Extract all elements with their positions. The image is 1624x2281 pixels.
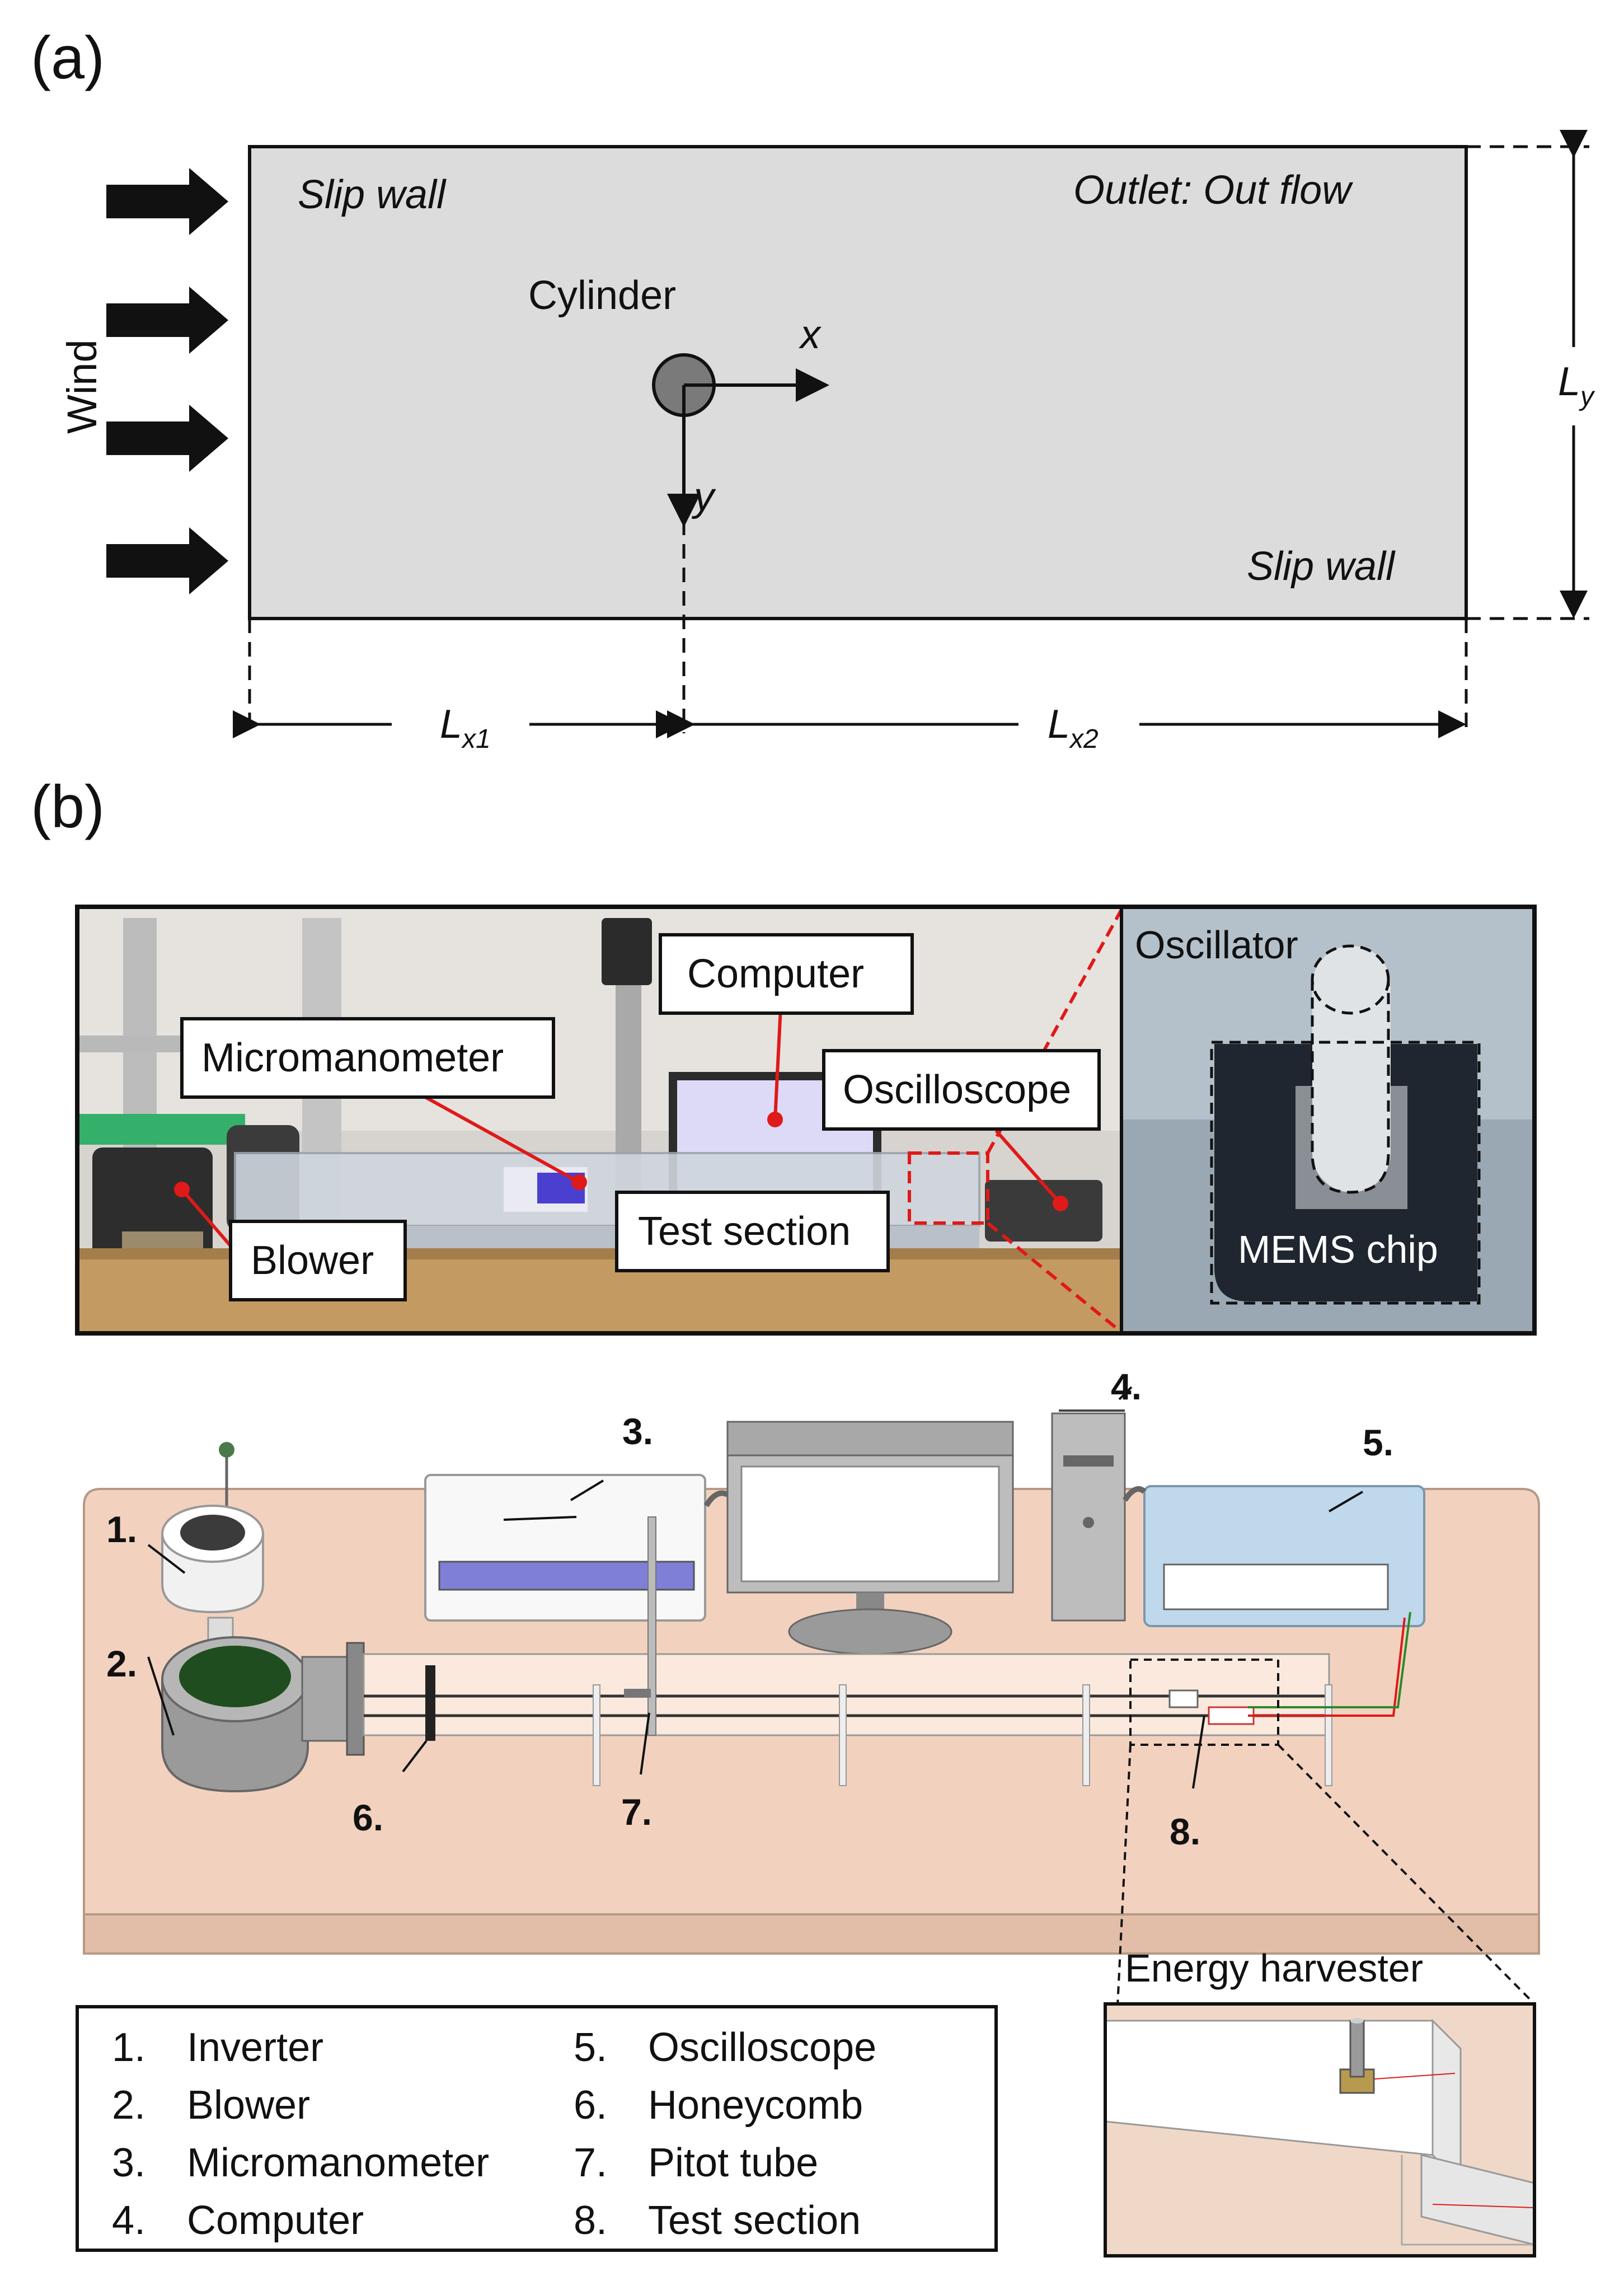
schematic-number-5: 5. [1363,1422,1393,1463]
schematic-number-2: 2. [106,1643,137,1684]
dimension-ly: Ly [1558,359,1595,411]
panel-b-label: (b) [31,772,105,840]
callout-test-section-box [615,1191,890,1272]
callout-blower-box [229,1220,407,1301]
label-mems-chip: MEMS chip [1238,1228,1438,1271]
legend-number: 5. [574,2025,607,2070]
legend-number: 1. [112,2025,145,2070]
legend-item: Computer [187,2198,364,2243]
legend-number: 8. [574,2198,607,2243]
legend-number: 2. [112,2083,145,2128]
y-axis-label: y [691,475,716,519]
legend-number: 4. [112,2198,145,2243]
dimension-lines [233,130,1589,738]
legend-number: 3. [112,2141,145,2185]
callout-micromanometer-box [180,1017,555,1099]
schematic-number-8: 8. [1170,1811,1200,1852]
wind-arrow-icon [106,168,228,235]
wind-arrow-icon [106,405,228,472]
callout-micromanometer: Micromanometer [201,1036,504,1080]
callout-test-section: Test section [638,1209,851,1254]
slip-wall-bottom-label: Slip wall [1247,544,1396,589]
legend-box [76,2005,998,2252]
slip-wall-top-label: Slip wall [298,172,447,217]
energy-harvester-inset [1104,2004,1536,2256]
label-oscillator: Oscillator [1135,923,1298,967]
callout-oscilloscope-box [822,1049,1101,1131]
wind-arrow-icon [106,287,228,354]
outlet-label: Outlet: Out flow [1073,168,1353,213]
schematic-number-4: 4. [1111,1366,1142,1407]
panel-a-label: (a) [31,24,105,91]
schematic-number-1: 1. [106,1509,137,1550]
legend-item: Oscilloscope [648,2025,876,2070]
computational-domain [248,145,1468,620]
inset-frame [1104,2002,1536,2257]
schematic-number-3: 3. [622,1411,653,1452]
callout-computer-box [659,933,914,1015]
setup-schematic [83,1386,1540,2256]
legend-item: Micromanometer [187,2141,489,2185]
wind-label: Wind [59,339,105,434]
dimension-lx2: Lx2 [1048,702,1099,754]
legend-item: Honeycomb [648,2083,863,2128]
legend-number: 7. [574,2141,607,2185]
x-axis-label: x [799,312,822,357]
legend-number: 6. [574,2083,607,2128]
legend-item: Pitot tube [648,2141,818,2185]
schematic-number-7: 7. [621,1791,652,1833]
legend-item: Inverter [187,2025,323,2070]
callout-blower: Blower [251,1238,374,1283]
photo-frame [75,905,1537,1336]
inset-title: Energy harvester [1125,1946,1423,1990]
legend-item: Blower [187,2083,310,2128]
mems-photo [1121,907,1534,1333]
legend-item: Test section [648,2198,861,2243]
schematic-number-6: 6. [353,1797,383,1838]
callout-computer: Computer [687,952,864,996]
wind-arrows [106,168,228,594]
legend: 1. Inverter 2. Blower 3. Micromanometer … [112,2025,876,2243]
dimension-lx1: Lx1 [440,702,491,754]
wind-arrow-icon [106,527,228,594]
callout-oscilloscope: Oscilloscope [843,1067,1071,1112]
cylinder-label: Cylinder [528,273,676,318]
